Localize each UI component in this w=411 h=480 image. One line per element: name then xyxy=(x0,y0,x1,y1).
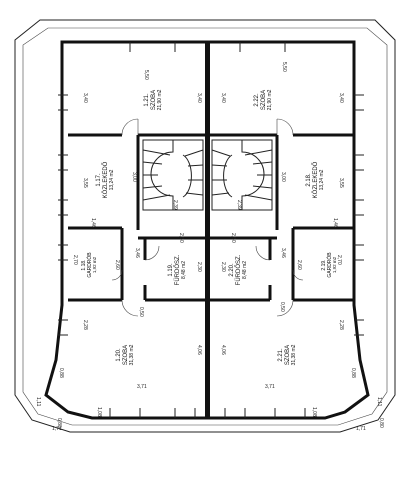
room-number: 1.20. xyxy=(116,348,122,362)
room-area: 31,38 m2 xyxy=(291,344,297,365)
interior-walls-left xyxy=(68,133,205,302)
room-area: 21,90 m2 xyxy=(157,89,163,110)
dimension-label: 2,39 xyxy=(236,200,242,210)
room-label-kozl-218: 2.18. KÖZLEKEDŐ 13,24 m2 xyxy=(306,161,325,198)
dimension-label: 2,39 xyxy=(172,200,178,210)
room-name: FÜRDŐSZ. xyxy=(174,254,181,285)
dimension-label: 1,08 xyxy=(311,407,317,417)
dimension-label: 0,50 xyxy=(279,302,285,312)
interior-walls-right xyxy=(210,133,354,302)
dimension-label: 1,46 xyxy=(90,218,96,228)
roof-outline xyxy=(14,19,396,433)
room-label-gard-219: 2.19. GARDRÓB 1,92 m2 xyxy=(321,252,337,278)
dimension-label: 3,55 xyxy=(82,178,88,188)
dimension-label: 2,28 xyxy=(82,320,88,330)
dimension-label: 0,50 xyxy=(138,307,144,317)
roof-inner-outline xyxy=(22,27,388,426)
central-wall xyxy=(205,42,210,418)
dimension-label: 1,11 xyxy=(35,397,41,407)
room-label-szoba-221: 2.21. SZOBA 31,38 m2 xyxy=(278,344,297,365)
dimension-label: 2,70 xyxy=(336,255,342,265)
room-label-szoba-222: 2.22. SZOBA 21,90 m2 xyxy=(254,89,273,110)
dimension-label: 1,08 xyxy=(96,407,102,417)
room-name: GARDRÓB xyxy=(86,252,93,278)
dimension-label: 3,46 xyxy=(280,248,286,258)
room-name: FÜRDŐSZ. xyxy=(235,254,242,285)
room-number: 2.20. xyxy=(229,263,235,277)
dimension-label: 5,50 xyxy=(281,62,287,72)
dimension-labels: 5,50 5,50 3,40 3,40 3,40 3,40 3,55 3,55 … xyxy=(35,62,384,432)
room-name: KÖZLEKEDŐ xyxy=(312,161,319,198)
room-area: 1,92 m2 xyxy=(92,256,97,273)
room-area: 31,38 m2 xyxy=(129,344,135,365)
room-name: KÖZLEKEDŐ xyxy=(102,161,109,198)
room-label-furd-220: 2.20. FÜRDŐSZ. 8,48 m2 xyxy=(229,254,248,285)
dimension-label: 3,55 xyxy=(338,178,344,188)
room-label-gard-118: 1.18. GARDRÓB 1,92 m2 xyxy=(81,252,97,278)
dimension-label: 3,71 xyxy=(265,384,275,390)
room-area: 13,24 m2 xyxy=(109,169,115,190)
room-number: 1.21. xyxy=(144,93,150,107)
room-name: SZOBA xyxy=(123,345,129,365)
dimension-label: 2,50 xyxy=(178,233,184,243)
dimension-label: 0,80 xyxy=(378,418,384,428)
dimension-label: 3,00 xyxy=(280,172,286,182)
room-number: 1.18. xyxy=(81,259,87,270)
room-name: SZOBA xyxy=(261,90,267,110)
dimension-label: 2,60 xyxy=(296,260,302,270)
dimension-label: 1,11 xyxy=(376,397,382,407)
room-number: 2.18. xyxy=(306,173,312,187)
room-number: 1.17. xyxy=(96,173,102,187)
room-label-szoba-121: 1.21. SZOBA 21,90 m2 xyxy=(144,89,163,110)
dimension-label: 2,30 xyxy=(220,262,226,272)
dimension-label: 1,71 xyxy=(356,426,366,432)
dimension-label: 4,06 xyxy=(196,345,202,355)
dimension-label: 0,88 xyxy=(58,368,64,378)
dimension-label: 3,46 xyxy=(134,248,140,258)
dimension-label: 2,60 xyxy=(114,260,120,270)
dimension-label: 1,46 xyxy=(332,218,338,228)
dimension-label: 3,71 xyxy=(137,384,147,390)
dimension-label: 2,28 xyxy=(338,320,344,330)
dimension-label: 1,71 xyxy=(52,426,62,432)
room-label-kozl-117: 1.17. KÖZLEKEDŐ 13,24 m2 xyxy=(96,161,115,198)
dimension-label: 3,40 xyxy=(220,93,226,103)
room-name: SZOBA xyxy=(151,90,157,110)
dimension-label: 3,40 xyxy=(82,93,88,103)
room-name: SZOBA xyxy=(285,345,291,365)
room-number: 1.19. xyxy=(168,263,174,277)
dimension-label: 5,50 xyxy=(143,70,149,80)
room-area: 8,48 m2 xyxy=(242,261,248,279)
dimension-label: 0,80 xyxy=(56,418,62,428)
room-label-furd-119: 1.19. FÜRDŐSZ. 8,48 m2 xyxy=(168,254,187,285)
dimension-label: 3,40 xyxy=(338,93,344,103)
room-name: GARDRÓB xyxy=(326,252,333,278)
door-swings xyxy=(111,118,304,317)
staircase-right xyxy=(211,139,273,211)
dimension-label: 3,40 xyxy=(196,93,202,103)
room-label-szoba-120: 1.20. SZOBA 31,38 m2 xyxy=(116,344,135,365)
room-area: 8,48 m2 xyxy=(181,261,187,279)
staircase-left xyxy=(142,139,204,211)
room-area: 13,24 m2 xyxy=(319,169,325,190)
dimension-label: 2,50 xyxy=(230,233,236,243)
dimension-label: 2,70 xyxy=(72,255,78,265)
room-area: 21,90 m2 xyxy=(267,89,273,110)
dimension-label: 0,88 xyxy=(350,368,356,378)
room-number: 2.22. xyxy=(254,93,260,107)
room-number: 2.21. xyxy=(278,348,284,362)
dimension-label: 4,06 xyxy=(220,345,226,355)
room-area: 1,92 m2 xyxy=(332,256,337,273)
windows xyxy=(58,42,364,418)
dimension-label: 3,00 xyxy=(131,172,137,182)
room-number: 2.19. xyxy=(321,259,327,270)
dimension-label: 2,30 xyxy=(196,262,202,272)
